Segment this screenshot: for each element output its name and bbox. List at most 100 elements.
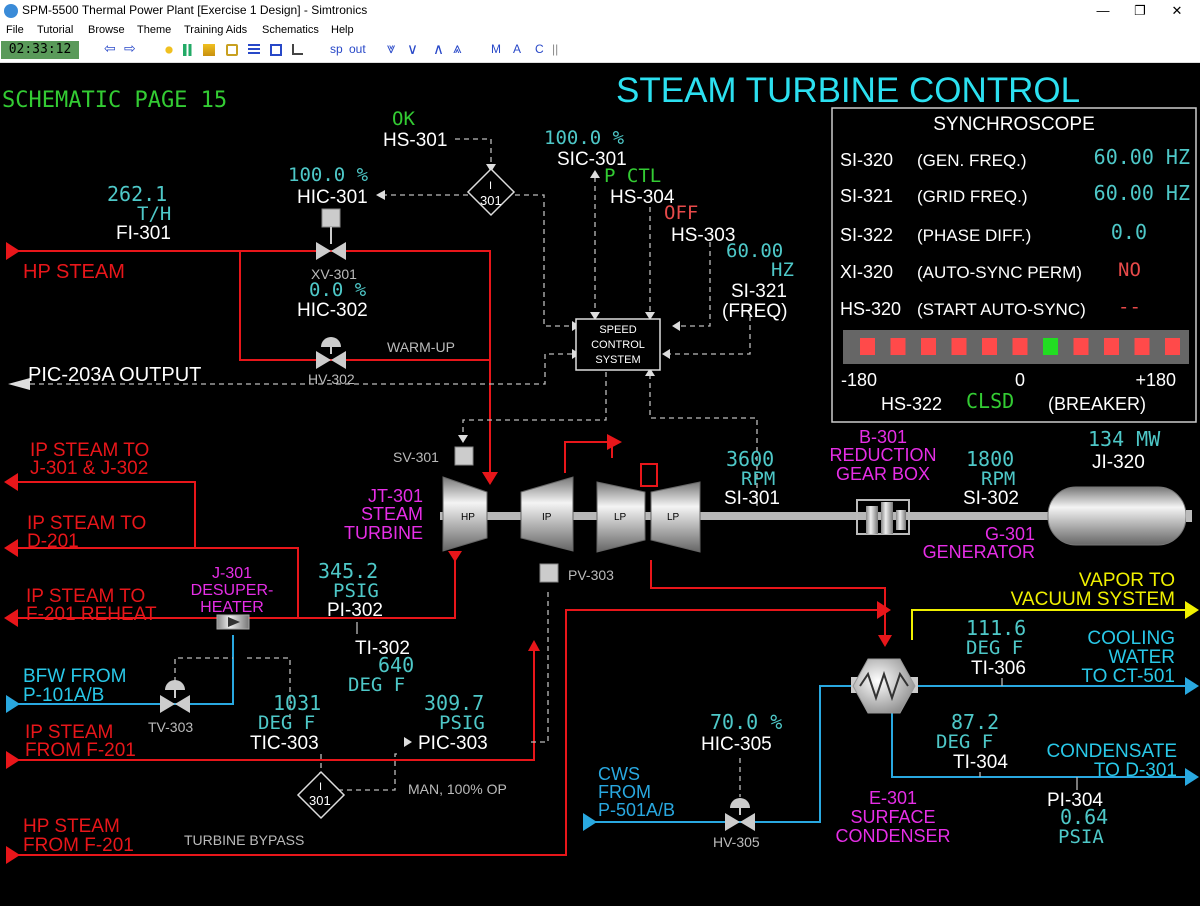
bracket-icon[interactable]	[270, 44, 282, 56]
svg-text:CONTROL: CONTROL	[591, 339, 645, 351]
breaker-label: (BREAKER)	[1048, 394, 1146, 414]
menu-training-aids[interactable]: Training Aids	[184, 24, 248, 36]
si321-tag: SI-321	[731, 281, 787, 302]
page-title: STEAM TURBINE CONTROL	[616, 71, 1080, 110]
double-down-icon[interactable]: ⩔	[387, 40, 396, 57]
hic302-tag[interactable]: HIC-302	[297, 300, 368, 321]
hic305-tag[interactable]: HIC-305	[701, 734, 772, 755]
turbine-label-3: TURBINE	[344, 523, 423, 543]
hs303-tag[interactable]: HS-303	[671, 225, 735, 246]
ti306-value: 111.6	[966, 616, 1026, 640]
sp-button[interactable]: sp	[330, 42, 343, 56]
cascade-button[interactable]: C	[535, 42, 544, 56]
menu-tutorial[interactable]: Tutorial	[37, 24, 74, 36]
selector-301-bottom[interactable]: I 301	[296, 770, 346, 820]
down-icon[interactable]: ∨	[407, 41, 418, 58]
hv302-valve[interactable]	[316, 337, 346, 369]
desuperheater-icon	[216, 614, 250, 630]
speed-control-system[interactable]: SPEED CONTROL SYSTEM	[575, 318, 661, 371]
ip-label: IP	[542, 512, 552, 523]
hic301-value: 100.0 %	[288, 164, 369, 186]
tic303-value: 1031	[273, 691, 321, 715]
lp-turbine-2	[650, 481, 701, 553]
hs322-tag[interactable]: HS-322	[881, 394, 942, 414]
schematic-canvas: SCHEMATIC PAGE 15 STEAM TURBINE CONTROL	[2, 71, 1199, 864]
pencil-icon[interactable]	[226, 44, 238, 56]
pi304-value: 0.64	[1060, 805, 1108, 829]
pic303-tag[interactable]: PIC-303	[418, 733, 488, 754]
condenser-icon	[851, 658, 918, 714]
si321-row-tag: SI-321	[840, 186, 893, 206]
condenser-label-1: E-301	[869, 788, 917, 808]
fi301-unit: T/H	[137, 203, 171, 225]
tic303-tag[interactable]: TIC-303	[250, 733, 319, 754]
menu-browse[interactable]: Browse	[88, 24, 125, 36]
si321-row-value: 60.00 HZ	[1094, 181, 1190, 205]
menu-help[interactable]: Help	[331, 24, 354, 36]
fi301-tag: FI-301	[116, 223, 171, 244]
sync-lamp	[982, 338, 997, 355]
si301-unit: RPM	[741, 468, 775, 490]
xv301-valve[interactable]	[316, 208, 346, 260]
turbine-label-1: JT-301	[368, 486, 423, 506]
menu-schematics[interactable]: Schematics	[262, 24, 319, 36]
hic301-tag[interactable]: HIC-301	[297, 187, 368, 208]
title-bar: SPM-5500 Thermal Power Plant [Exercise 1…	[0, 0, 1200, 22]
condensate-line1: CONDENSATE	[1046, 741, 1177, 762]
gearbox-label-3: GEAR BOX	[836, 464, 930, 484]
ti306-unit: DEG F	[966, 637, 1023, 659]
hs304-tag[interactable]: HS-304	[610, 187, 675, 208]
xi320-value: NO	[1118, 259, 1141, 281]
back-arrow-icon[interactable]: ⇦	[104, 40, 116, 56]
hs301-tag[interactable]: HS-301	[383, 130, 447, 151]
cooling-line1: COOLING	[1087, 628, 1175, 649]
trend-icon[interactable]	[292, 44, 303, 55]
app-icon	[4, 4, 18, 18]
hv305-tag: HV-305	[713, 834, 760, 850]
hp-from-line1: HP STEAM	[23, 816, 120, 837]
hs320-tag[interactable]: HS-320	[840, 299, 901, 319]
list-icon[interactable]	[248, 44, 260, 56]
breaker-state[interactable]: CLSD	[966, 389, 1014, 413]
sv301-valve[interactable]	[454, 446, 474, 466]
ip-turbine	[520, 476, 574, 552]
scale-mid: 0	[1015, 370, 1025, 390]
menu-file[interactable]: File	[6, 24, 24, 36]
maximize-button[interactable]: ❐	[1134, 3, 1146, 18]
si321-row-desc: (GRID FREQ.)	[917, 187, 1028, 206]
out-button[interactable]: out	[349, 42, 366, 56]
tag-icon[interactable]	[203, 44, 215, 56]
forward-arrow-icon[interactable]: ⇨	[124, 40, 136, 56]
generator-label-1: G-301	[985, 524, 1035, 544]
pi302-tag: PI-302	[327, 600, 383, 621]
sync-lamp	[1012, 338, 1028, 355]
bargraph-icon[interactable]	[183, 44, 195, 56]
menu-theme[interactable]: Theme	[137, 24, 172, 36]
manual-button[interactable]: M	[491, 42, 501, 56]
tv303-valve[interactable]	[160, 680, 190, 713]
selector-301-top[interactable]: I 301	[466, 167, 516, 217]
steam-arrowheads	[4, 242, 892, 864]
ti304-tag: TI-304	[953, 752, 1008, 773]
si322-desc: (PHASE DIFF.)	[917, 226, 1031, 245]
up-icon[interactable]: ∧	[433, 41, 444, 58]
ip-f201-line2: F-201 REHEAT	[26, 604, 157, 625]
generator-label-2: GENERATOR	[923, 542, 1035, 562]
pi304-unit: PSIA	[1058, 826, 1104, 848]
ji320-tag: JI-320	[1092, 452, 1145, 473]
lp1-label: LP	[614, 512, 627, 523]
sic301-tag[interactable]: SIC-301	[557, 149, 627, 170]
fi301-value: 262.1	[107, 182, 167, 206]
sync-lamp	[951, 338, 967, 355]
close-button[interactable]: ✕	[1171, 3, 1183, 18]
hv305-valve[interactable]	[725, 798, 755, 831]
pv303-valve[interactable]	[539, 563, 559, 583]
svg-text:SYSTEM: SYSTEM	[595, 354, 640, 366]
sync-lamp	[1165, 338, 1180, 355]
page-label: SCHEMATIC PAGE 15	[2, 88, 227, 113]
double-up-icon[interactable]: ⩓	[453, 40, 462, 57]
ti302-value: 640	[378, 653, 414, 677]
auto-button[interactable]: A	[513, 42, 522, 56]
sun-icon[interactable]	[163, 44, 175, 56]
minimize-button[interactable]: —	[1096, 3, 1110, 18]
